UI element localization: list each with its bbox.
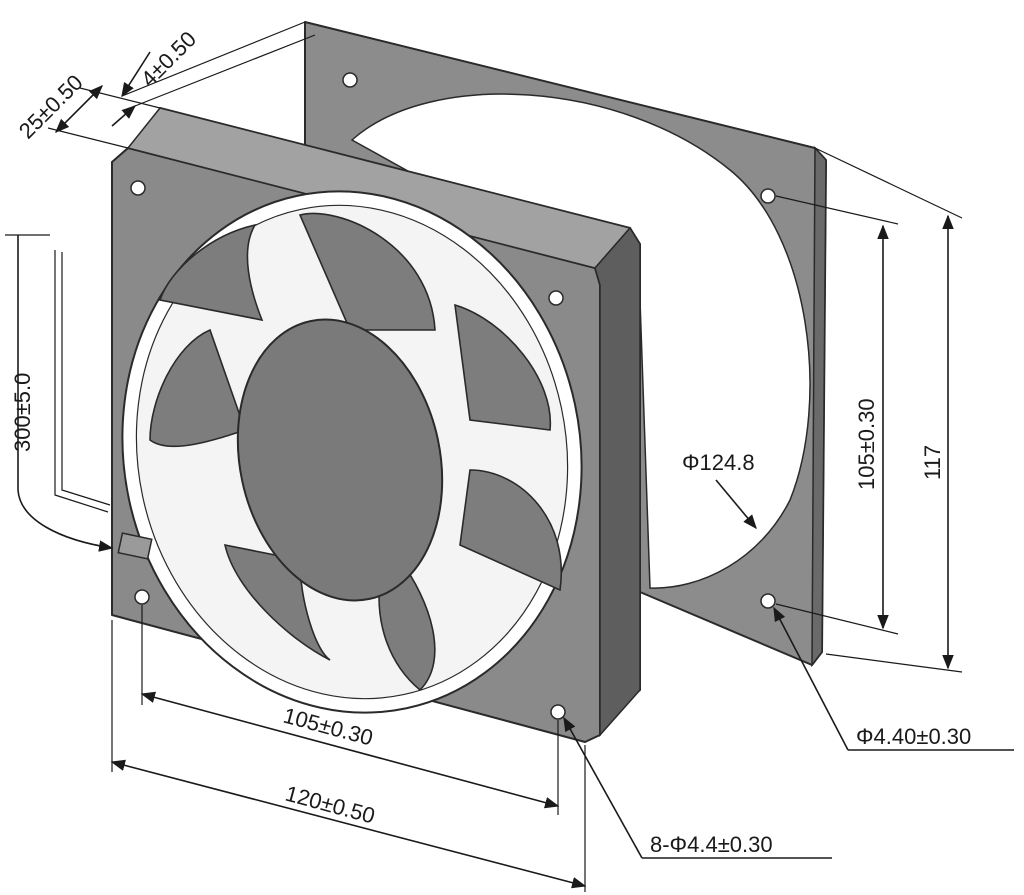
plate-hole xyxy=(760,188,776,204)
frame-mounting-hole xyxy=(550,704,566,720)
dimension-lead-length: 300±5.0 xyxy=(5,234,114,552)
dimension-hole-pitch-vertical: 105±0.30 xyxy=(775,195,899,635)
plate-opening xyxy=(350,93,811,589)
fan-blade xyxy=(378,558,436,692)
dimension-depth-label: 25±0.50 xyxy=(14,70,88,144)
dimension-frame-width-label: 120±0.50 xyxy=(283,781,378,829)
fan-blade xyxy=(459,469,563,592)
frame-mounting-hole xyxy=(130,180,146,196)
dimension-plate-height: 117 xyxy=(814,147,963,673)
dimension-plate-hole-label: Φ4.40±0.30 xyxy=(856,724,971,749)
fan-blade xyxy=(158,223,264,322)
fan-blade xyxy=(298,212,436,331)
plate-hole xyxy=(760,593,776,609)
fan-blades xyxy=(149,212,563,692)
fan-blade xyxy=(149,328,247,448)
fan-blade xyxy=(223,543,331,661)
dimension-hole-pitch-vertical-label: 105±0.30 xyxy=(854,398,879,490)
dimension-plate-hole: Φ4.40±0.30 xyxy=(773,606,1014,751)
dimension-mounting-holes: 8-Φ4.4±0.30 xyxy=(563,716,832,859)
dimension-lead-length-label: 300±5.0 xyxy=(10,373,35,452)
frame-mounting-hole xyxy=(134,589,150,605)
lead-wires xyxy=(54,250,153,560)
frame-mounting-hole xyxy=(548,290,564,306)
fan-blade xyxy=(454,303,552,431)
plate-hole xyxy=(342,72,358,88)
dimension-opening-diameter: Φ124.8 xyxy=(682,450,757,530)
dimension-flange: 4±0.50 xyxy=(111,21,316,127)
dimension-plate-height-label: 117 xyxy=(920,445,945,480)
dimension-mounting-holes-label: 8-Φ4.4±0.30 xyxy=(650,832,773,857)
dimension-opening-diameter-label: Φ124.8 xyxy=(682,450,755,475)
fan-hub xyxy=(236,318,444,602)
